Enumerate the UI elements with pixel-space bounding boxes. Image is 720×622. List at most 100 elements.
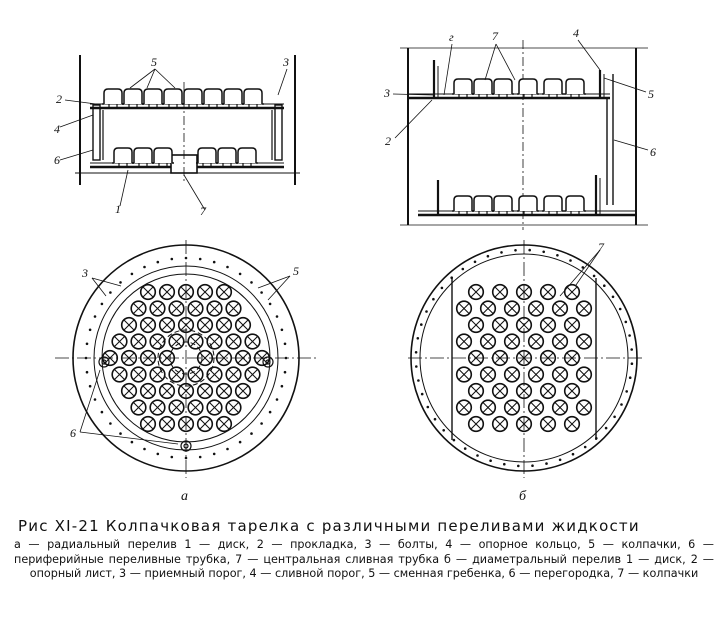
bubble-cap	[527, 366, 545, 383]
bubble-cap	[527, 300, 545, 317]
bolt-hole	[85, 342, 89, 346]
callout-labels: 5 3 2 4 6 1 7 г 7 4 3 5 2 6 3 5 6 7 а б	[54, 26, 656, 504]
bolt-hole	[628, 376, 632, 380]
bolt-hole	[143, 447, 146, 451]
bubble-cap	[455, 399, 473, 416]
bubble-cap	[491, 316, 509, 334]
bolt-hole	[517, 464, 520, 468]
bolt-hole	[571, 452, 575, 456]
bolt-hole	[109, 291, 112, 294]
bubble-cap	[563, 316, 581, 334]
bolt-hole	[603, 284, 606, 288]
bubble-cap	[139, 382, 157, 400]
bubble-cap	[158, 283, 176, 301]
bolt-hole	[184, 456, 188, 460]
bubble-cap	[187, 300, 204, 317]
bubble-cap	[196, 316, 214, 334]
bolt-hole	[184, 256, 188, 260]
bubble-cap	[149, 366, 166, 383]
label-a-5: 5	[151, 55, 157, 69]
bubble-cap	[111, 366, 128, 383]
bubble-cap	[139, 316, 157, 334]
label-plan-a-6: 6	[70, 426, 76, 440]
bubble-cap	[158, 415, 176, 433]
bubble-cap	[168, 399, 185, 416]
bolt-hole	[170, 455, 174, 459]
bolt-hole	[604, 426, 608, 430]
bolt-hole	[130, 440, 134, 444]
bubble-cap	[168, 333, 185, 350]
bolt-hole	[592, 274, 596, 278]
bubble-caps-lower-b	[451, 195, 587, 216]
bubble-cap	[503, 333, 521, 350]
bubble-cap	[196, 415, 214, 433]
bolt-hole	[268, 410, 272, 414]
bubble-cap	[503, 399, 521, 416]
bubble-cap	[467, 283, 485, 301]
figure-legend: а — радиальный перелив 1 — диск, 2 — про…	[14, 538, 714, 581]
label-b-4: 4	[573, 26, 579, 40]
bolt-hole	[268, 302, 272, 306]
bubble-cap	[149, 333, 166, 350]
bolt-hole	[238, 272, 242, 276]
bolt-hole	[100, 410, 104, 414]
label-a-6: 6	[54, 153, 60, 167]
bolt-hole	[425, 310, 428, 313]
bolt-hole	[85, 370, 89, 374]
bolt-hole	[156, 452, 160, 456]
bolt-hole	[275, 315, 279, 318]
bolt-hole	[558, 458, 562, 462]
bolt-hole	[581, 266, 585, 269]
bolt-hole	[625, 390, 628, 393]
bolt-hole	[426, 405, 430, 409]
bubble-cap	[244, 366, 261, 383]
bubble-cap	[187, 366, 204, 383]
bolt-hole	[119, 432, 122, 435]
bolt-hole	[514, 249, 517, 252]
bubble-cap	[149, 399, 166, 416]
bolt-hole	[198, 257, 202, 261]
bolt-hole	[260, 422, 263, 425]
subfigure-label-a: а	[181, 489, 188, 504]
bolt-hole	[489, 459, 492, 463]
bolt-hole	[226, 265, 229, 269]
bolt-hole	[542, 250, 545, 254]
bubble-cap	[120, 382, 138, 400]
label-a-4: 4	[54, 122, 60, 136]
bolt-hole	[156, 260, 160, 264]
bubble-cap	[551, 399, 569, 416]
bubble-cap	[539, 316, 557, 334]
bubble-cap	[575, 366, 593, 383]
bolt-hole	[545, 462, 548, 465]
bubble-cap	[158, 316, 176, 334]
bubble-cap	[244, 333, 261, 350]
bubble-cap	[503, 366, 521, 383]
bubble-cap	[206, 366, 223, 383]
bubble-cap	[225, 366, 242, 383]
bubble-cap	[563, 382, 581, 400]
bubble-cap	[479, 300, 497, 317]
bolt-hole	[212, 260, 216, 264]
bubble-cap	[225, 333, 242, 350]
bubble-cap	[196, 283, 214, 301]
bubble-cap	[563, 415, 581, 433]
bubble-cap	[479, 366, 497, 383]
bubble-cap	[551, 300, 569, 317]
bubble-cap	[551, 333, 569, 350]
bolt-hole	[503, 462, 506, 466]
bubble-cap	[187, 399, 204, 416]
bubble-cap	[491, 283, 509, 301]
bolt-hole	[583, 445, 587, 449]
label-plan-a-5: 5	[293, 264, 299, 278]
bolt-hole	[463, 447, 467, 450]
bolt-hole	[284, 356, 288, 360]
bubble-cap	[479, 399, 497, 416]
label-a-2: 2	[56, 92, 62, 106]
bubble-cap	[130, 300, 147, 317]
bolt-hole	[620, 403, 623, 406]
bubble-cap	[467, 382, 485, 400]
bolt-hole	[618, 307, 622, 311]
bolt-hole	[461, 267, 465, 271]
bubble-cap	[130, 399, 147, 416]
bolt-hole	[556, 254, 559, 257]
